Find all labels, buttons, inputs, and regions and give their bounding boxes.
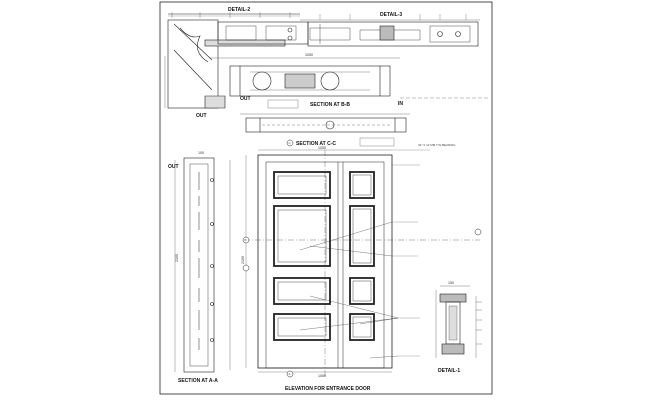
out-label-1: OUT [196,113,207,119]
callout-c: C [289,141,292,145]
detail-3-group [300,19,480,47]
dimension-ticks-top [171,12,291,18]
elev-width-bottom-dim: 1050 [318,374,326,378]
plan-width-dim: 1050 [305,53,313,57]
section-aa-group [174,157,231,373]
elevation-dim-lines [245,149,392,373]
sheet-border [159,1,493,395]
section-cc-group [240,113,410,133]
section-top-dim: 100 [198,151,204,155]
section-bb-note-box [267,99,299,109]
section-aa-label: SECTION AT A-A [178,378,218,384]
elevation-label: ELEVATION FOR ENTRANCE DOOR [285,386,371,392]
elev-width-top-dim: 1050 [318,146,326,150]
detail-1-label: DETAIL-1 [438,368,460,374]
detail-2-label: DETAIL-2 [228,7,250,13]
out-label-2: OUT [240,96,251,102]
detail-2-group [164,13,309,109]
elevation-notes [392,149,430,357]
out-label-3: OUT [168,164,179,170]
elev-height-dim: 2100 [241,256,245,264]
detail-3-label: DETAIL-3 [380,12,402,18]
section-bb-group [210,57,400,97]
section-height-dim: 2100 [175,254,179,262]
callout-a: A [289,372,291,376]
callout-b: B [245,238,247,242]
detail-width-dim: 150 [448,281,454,285]
elevation-group [244,150,480,378]
section-cc-label: SECTION AT C-C [296,141,336,147]
section-cc-note-box [359,137,395,147]
in-label: IN [398,101,403,107]
callout-markers [242,139,482,378]
detail-1-group [435,285,482,358]
section-bb-label: SECTION AT B-B [310,102,350,108]
rebate-note: 32" X 12 MM T.W BEADING [418,143,456,147]
dimension-ticks-detail3 [319,14,467,20]
